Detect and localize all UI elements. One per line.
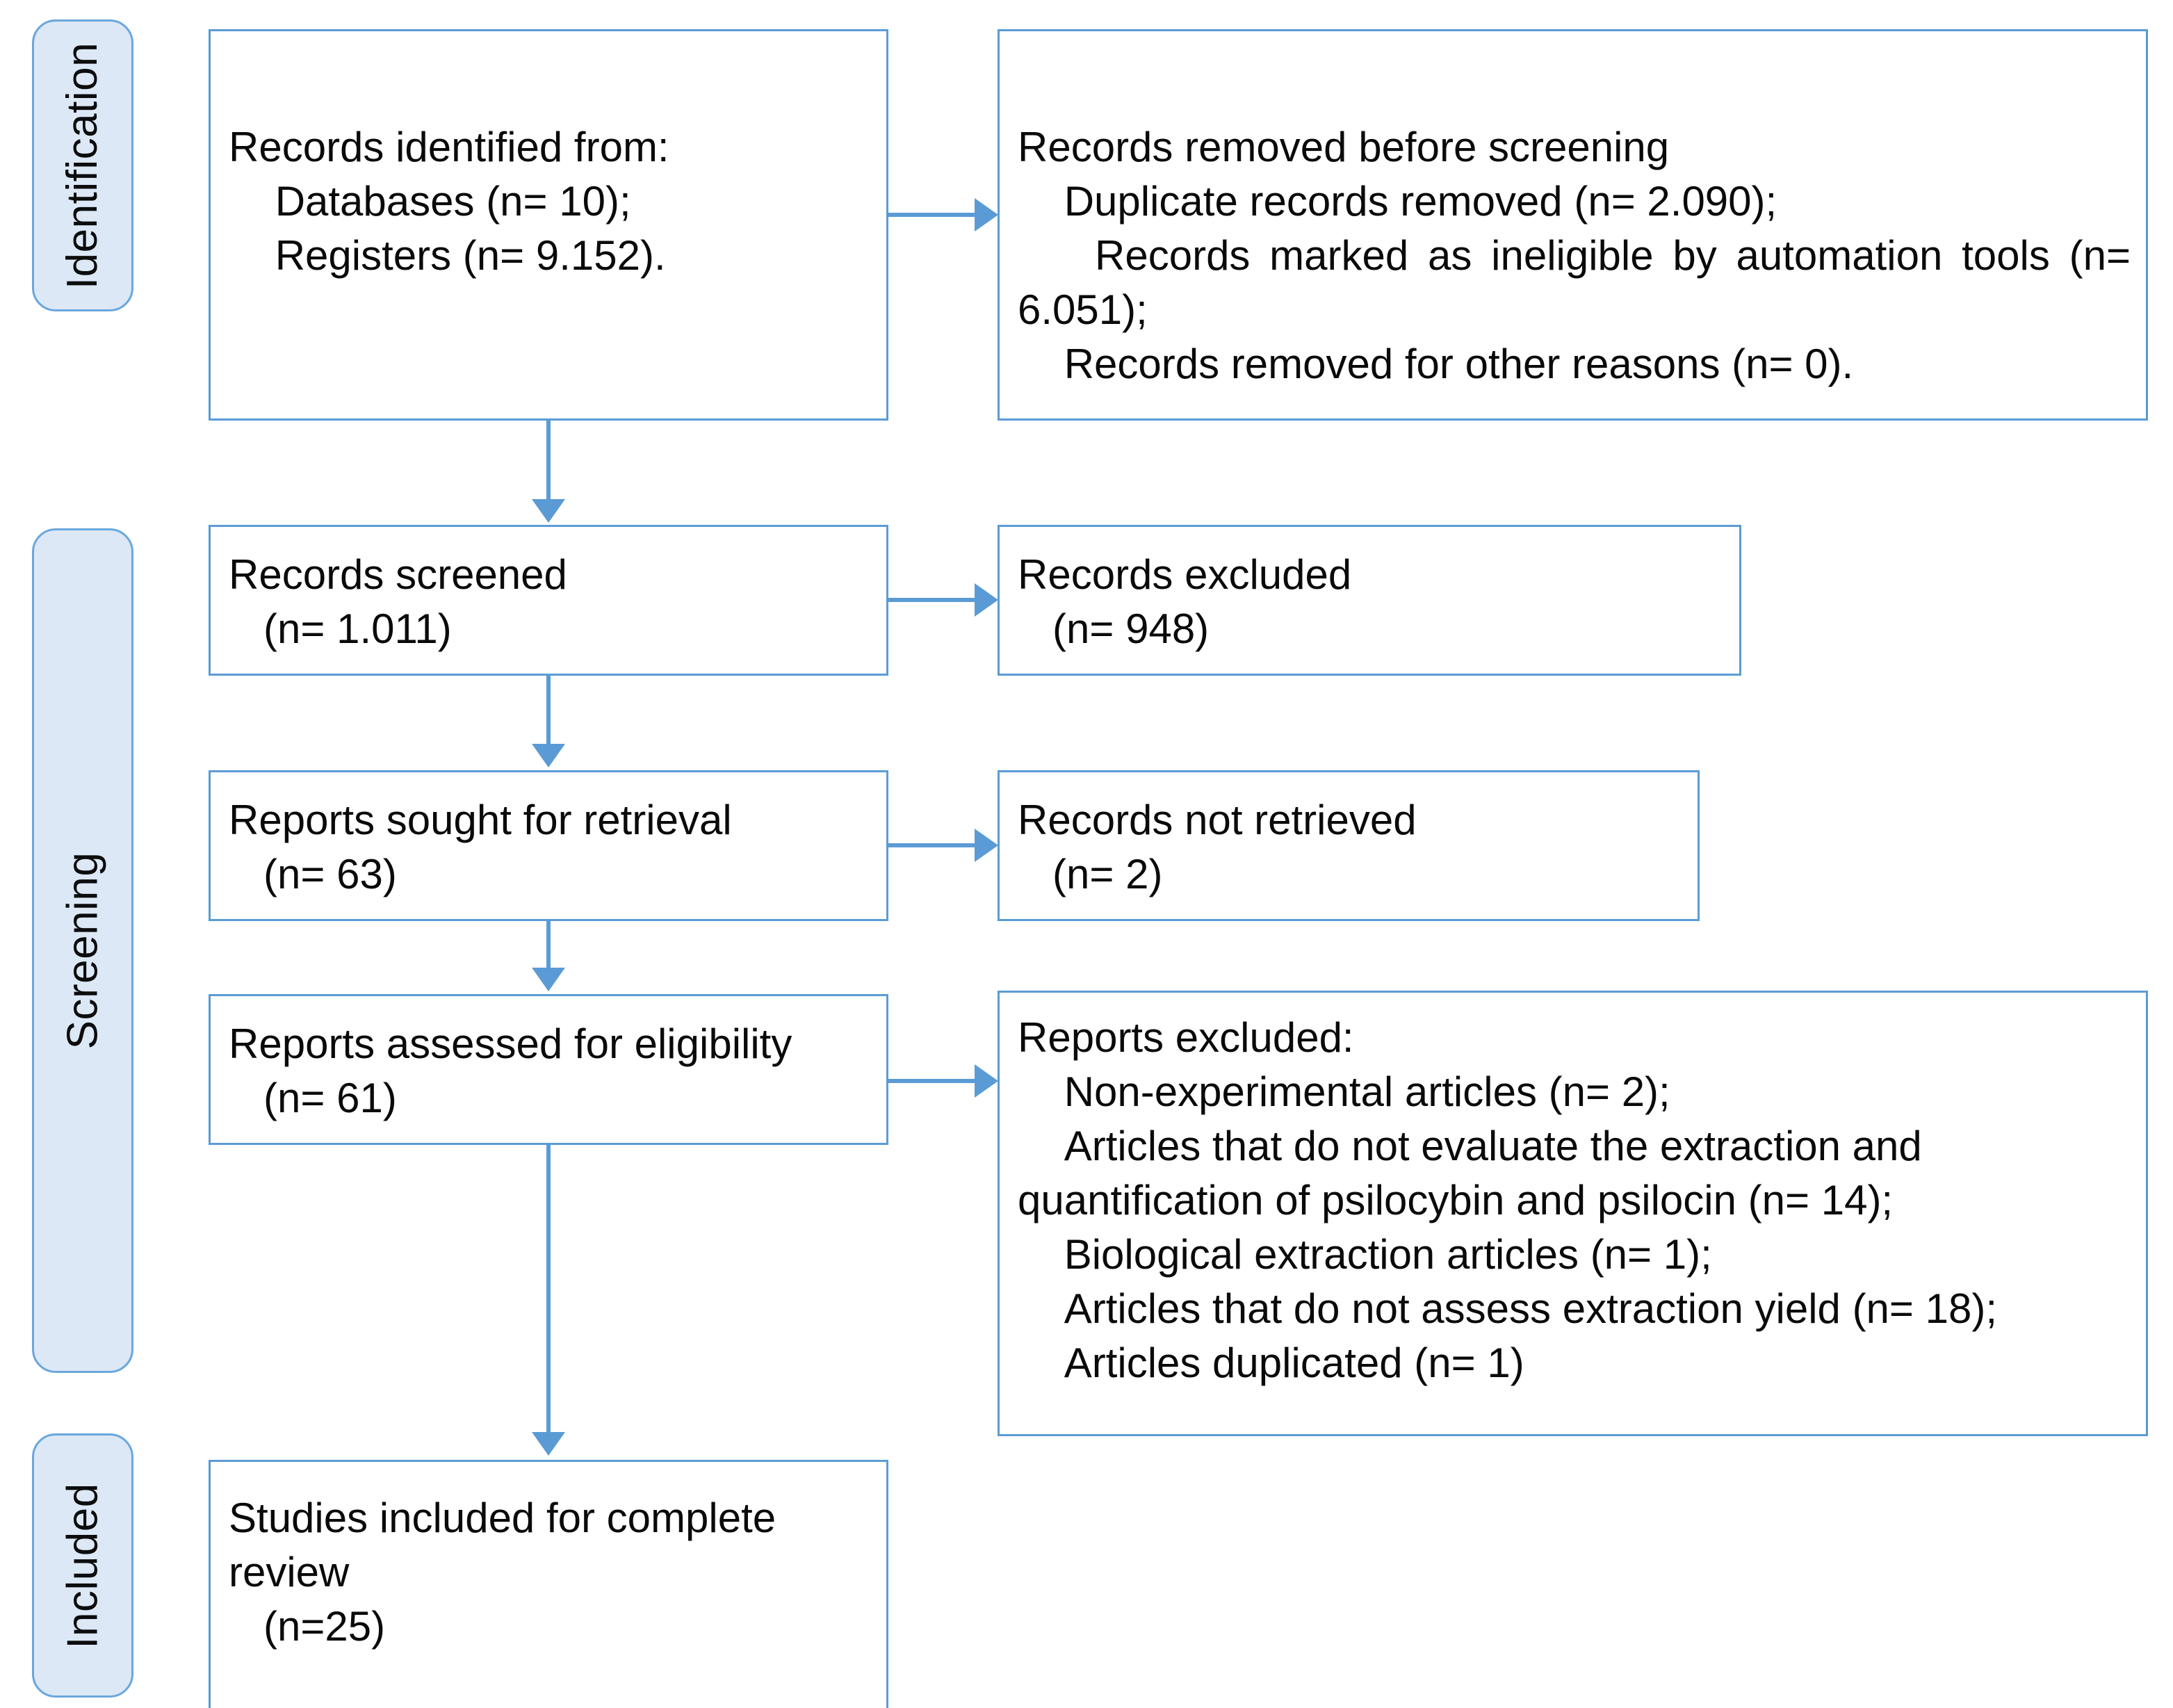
arrowhead-identified-to-removed <box>975 198 998 231</box>
arrowhead-assessed-to-reports-excluded <box>975 1064 998 1098</box>
phase-pill-included: Included <box>32 1433 133 1698</box>
box-records-removed-text: Records removed before screening Duplica… <box>1018 124 2131 387</box>
phase-label-identification: Identification <box>58 42 107 289</box>
box-records-not-retrieved-text: Records not retrieved (n= 2) <box>1018 797 1417 897</box>
connector-screened-to-excluded <box>888 598 977 602</box>
box-reports-excluded: Reports excluded: Non-experimental artic… <box>998 991 2148 1436</box>
phase-pill-screening: Screening <box>32 528 133 1373</box>
box-records-identified: Records identified from: Databases (n= 1… <box>209 29 888 421</box>
box-reports-assessed: Reports assessed for eligibility (n= 61) <box>209 994 888 1145</box>
connector-sought-to-not-retrieved <box>888 843 977 847</box>
phase-label-screening: Screening <box>58 852 107 1050</box>
phase-pill-identification: Identification <box>32 19 133 311</box>
arrowhead-sought-to-not-retrieved <box>975 829 998 862</box>
box-records-removed: Records removed before screening Duplica… <box>998 29 2148 421</box>
box-studies-included-text: Studies included for complete review (n=… <box>229 1495 776 1650</box>
box-records-identified-text: Records identified from: Databases (n= 1… <box>229 124 669 279</box>
phase-label-included: Included <box>58 1482 107 1649</box>
connector-identified-to-screened <box>546 421 551 504</box>
connector-screened-to-sought <box>546 676 551 749</box>
connector-identified-to-removed <box>888 213 977 217</box>
arrowhead-assessed-to-included <box>532 1432 565 1456</box>
arrowhead-sought-to-assessed <box>532 968 565 991</box>
box-studies-included: Studies included for complete review (n=… <box>209 1460 888 1708</box>
box-records-screened: Records screened (n= 1.011) <box>209 525 888 676</box>
connector-assessed-to-reports-excluded <box>888 1079 977 1083</box>
box-reports-excluded-text: Reports excluded: Non-experimental artic… <box>1018 1014 1998 1386</box>
connector-assessed-to-included <box>546 1145 551 1435</box>
connector-sought-to-assessed <box>546 921 551 973</box>
box-reports-sought: Reports sought for retrieval (n= 63) <box>209 770 888 921</box>
box-reports-assessed-text: Reports assessed for eligibility (n= 61) <box>229 1020 792 1121</box>
box-records-not-retrieved: Records not retrieved (n= 2) <box>998 770 1700 921</box>
box-records-excluded-text: Records excluded (n= 948) <box>1018 551 1352 652</box>
arrowhead-identified-to-screened <box>532 499 565 523</box>
box-reports-sought-text: Reports sought for retrieval (n= 63) <box>229 797 732 897</box>
arrowhead-screened-to-sought <box>532 744 565 767</box>
box-records-excluded: Records excluded (n= 948) <box>998 525 1741 676</box>
arrowhead-screened-to-excluded <box>975 583 998 617</box>
box-records-screened-text: Records screened (n= 1.011) <box>229 551 567 652</box>
